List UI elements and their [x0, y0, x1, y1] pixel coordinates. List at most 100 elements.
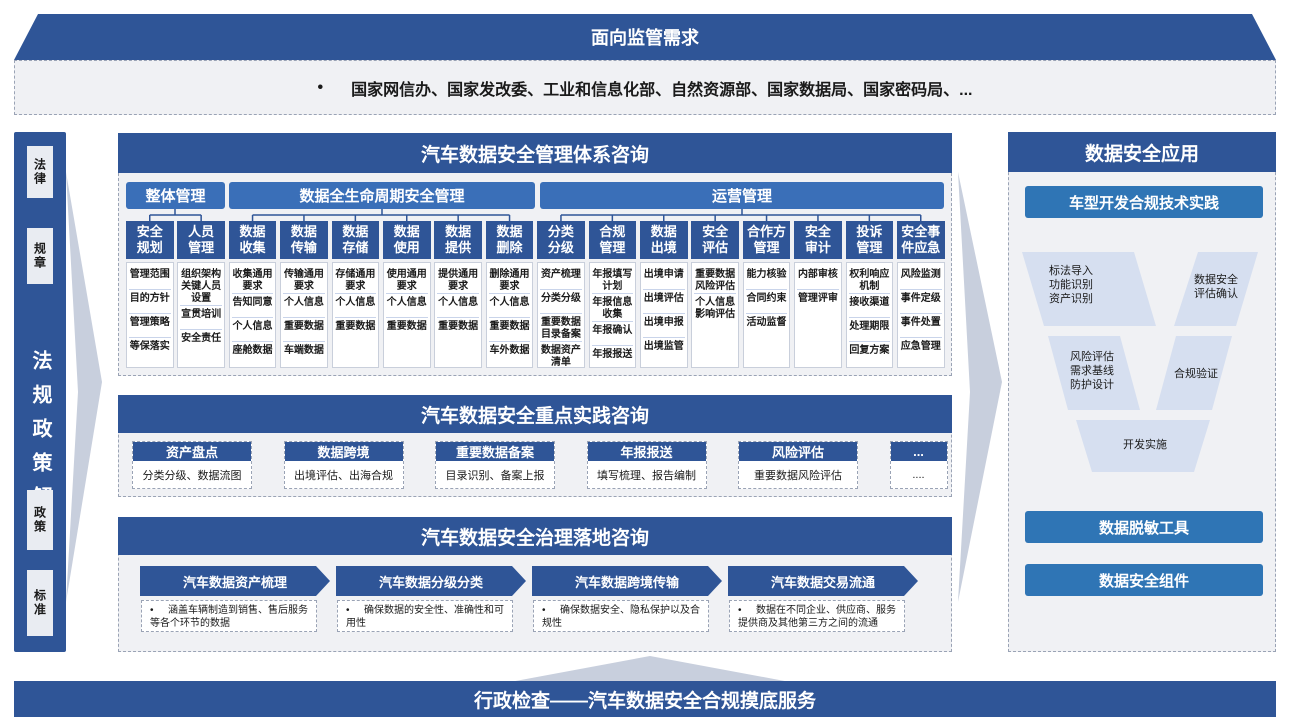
column-header: 人员 管理: [177, 221, 225, 259]
top-banner: 面向监管需求: [14, 14, 1276, 60]
cell-divider: [231, 293, 274, 294]
cell-divider: [900, 337, 942, 338]
category-tree-lines: [149, 209, 922, 222]
column-item: 删除通用 要求: [489, 269, 530, 292]
column-header: 数据 出境: [640, 221, 688, 259]
column-item: 个人信息: [438, 297, 479, 308]
column-header: 数据 收集: [228, 221, 277, 259]
column-item: 回复方案: [849, 345, 890, 356]
column-body: 使用通用 要求个人信息重要数据: [383, 262, 431, 368]
column-body: 提供通用 要求个人信息重要数据: [434, 262, 482, 368]
category-lifecycle: 数据全生命周期安全管理: [229, 182, 535, 209]
cell-divider: [129, 337, 171, 338]
bullet: •: [542, 605, 546, 616]
column-item: 管理范围: [129, 269, 170, 280]
column-item: 处理期限: [849, 321, 890, 332]
column-body: 出境申请出境评估出境申报出境监管: [640, 262, 688, 368]
practice-box-head: 数据跨境: [284, 442, 403, 461]
column-item: 管理策略: [129, 317, 170, 328]
column-item: 重要数据: [283, 321, 324, 332]
cell-divider: [488, 293, 531, 294]
column-item: 座舱数据: [232, 345, 273, 356]
category-operations: 运营管理: [540, 182, 944, 209]
column-item: 提供通用 要求: [438, 269, 479, 292]
governance-step-desc: •涵盖车辆制造到销售、售后服务等各个环节的数据: [141, 600, 317, 632]
column-item: 目的方针: [129, 293, 170, 304]
column-item: 接收渠道: [849, 297, 890, 308]
column-item: 事件处置: [900, 317, 941, 328]
cell-divider: [745, 313, 788, 314]
column-item: 车端数据: [283, 345, 324, 356]
column-item: 个人信息: [283, 297, 324, 308]
governance-step-title: 汽车数据分级分类: [378, 574, 483, 590]
regulator-list: 国家网信办、国家发改委、工业和信息化部、自然资源部、国家数据局、国家密码局、..…: [351, 81, 973, 99]
cell-divider: [745, 289, 788, 290]
v-step-compliance-verify: 合规验证: [1174, 368, 1218, 380]
column-body: 组织架构 关键人员 设置宣贯培训安全责任: [177, 262, 225, 368]
arrow-shape: [336, 566, 526, 596]
cell-divider: [900, 313, 942, 314]
column-item: 年报信息 收集: [592, 297, 633, 320]
cell-divider: [488, 341, 531, 342]
cell-divider: [591, 345, 634, 346]
top-banner-title: 面向监管需求: [591, 28, 699, 48]
desensitization-tool-button[interactable]: 数据脱敏工具: [1025, 511, 1263, 543]
governance-step-desc-text: 确保数据的安全性、准确性和可用性: [346, 605, 504, 629]
governance-step-desc-text: 涵盖车辆制造到销售、售后服务等各个环节的数据: [150, 605, 308, 629]
column-body: 删除通用 要求个人信息重要数据车外数据: [485, 262, 534, 368]
arrow-shape: [532, 566, 722, 596]
column-item: 应急管理: [900, 341, 941, 352]
practice-box-text: 重要数据风险评估: [754, 469, 842, 482]
column-header: 数据 存储: [331, 221, 380, 259]
practice-box-text: ....: [912, 468, 925, 481]
cell-divider: [540, 313, 582, 314]
column-header: 合规 管理: [588, 221, 637, 259]
column-item: 事件定级: [900, 293, 941, 304]
bullet: •: [150, 605, 154, 616]
v-step-assessment-confirm: 数据安全 评估确认: [1194, 274, 1238, 300]
column-item: 重要数据: [386, 321, 427, 332]
column-item: 使用通用 要求: [386, 269, 427, 292]
column-item: 风险监测: [900, 269, 941, 280]
column-item: 安全责任: [181, 333, 222, 344]
regulation-column: 法律 规章 法规政策解读 政策 标准: [14, 132, 66, 652]
governance-title: 汽车数据安全治理落地咨询: [118, 517, 952, 555]
column-header: 分类 分级: [537, 221, 585, 259]
column-item: 宣贯培训: [181, 309, 222, 320]
cell-divider: [591, 321, 634, 322]
bottom-connector-arrow: [510, 656, 790, 682]
column-item: 年报确认: [592, 325, 633, 336]
column-body: 内部审核管理评审: [794, 262, 842, 368]
column-item: 车外数据: [489, 345, 530, 356]
column-item: 个人信息 影响评估: [695, 297, 736, 320]
v-model-diagram: [1022, 252, 1258, 472]
column-item: 个人信息: [232, 321, 273, 332]
column-item: 年报报送: [592, 349, 633, 360]
practice-box-head: 风险评估: [739, 442, 857, 461]
security-component-button[interactable]: 数据安全组件: [1025, 564, 1263, 596]
governance-step-desc-text: 确保数据安全、隐私保护以及合规性: [542, 605, 700, 629]
practice-box: 风险评估重要数据风险评估: [738, 441, 858, 489]
v-step-risk-design: 风险评估 需求基线 防护设计: [1070, 351, 1114, 391]
column-header: 安全 评估: [691, 221, 739, 259]
governance-step-title: 汽车数据跨境传输: [574, 574, 679, 590]
column-body: 风险监测事件定级事件处置应急管理: [897, 262, 945, 368]
practice-box-head: 重要数据备案: [436, 442, 554, 461]
column-body: 年报填写 计划年报信息 收集年报确认年报报送: [588, 262, 637, 368]
cell-divider: [643, 289, 685, 290]
practice-box: .......: [889, 441, 948, 489]
column-header: 数据 提供: [434, 221, 482, 259]
governance-step-arrow: 汽车数据分级分类: [336, 566, 526, 596]
practice-box-text: 出境评估、出海合规: [294, 469, 393, 482]
cell-divider: [437, 293, 479, 294]
vehicle-compliance-practice: 车型开发合规技术实践: [1025, 186, 1263, 218]
cell-divider: [848, 341, 891, 342]
practice-box-text: 分类分级、数据流图: [142, 469, 242, 482]
cell-divider: [231, 341, 274, 342]
column-item: 传输通用 要求: [283, 269, 324, 292]
column-item: 资产梳理: [540, 269, 581, 280]
bullet: •: [317, 78, 324, 96]
tag-law: 法律: [27, 146, 53, 198]
cell-divider: [591, 293, 634, 294]
column-header: 合作方 管理: [742, 221, 791, 259]
